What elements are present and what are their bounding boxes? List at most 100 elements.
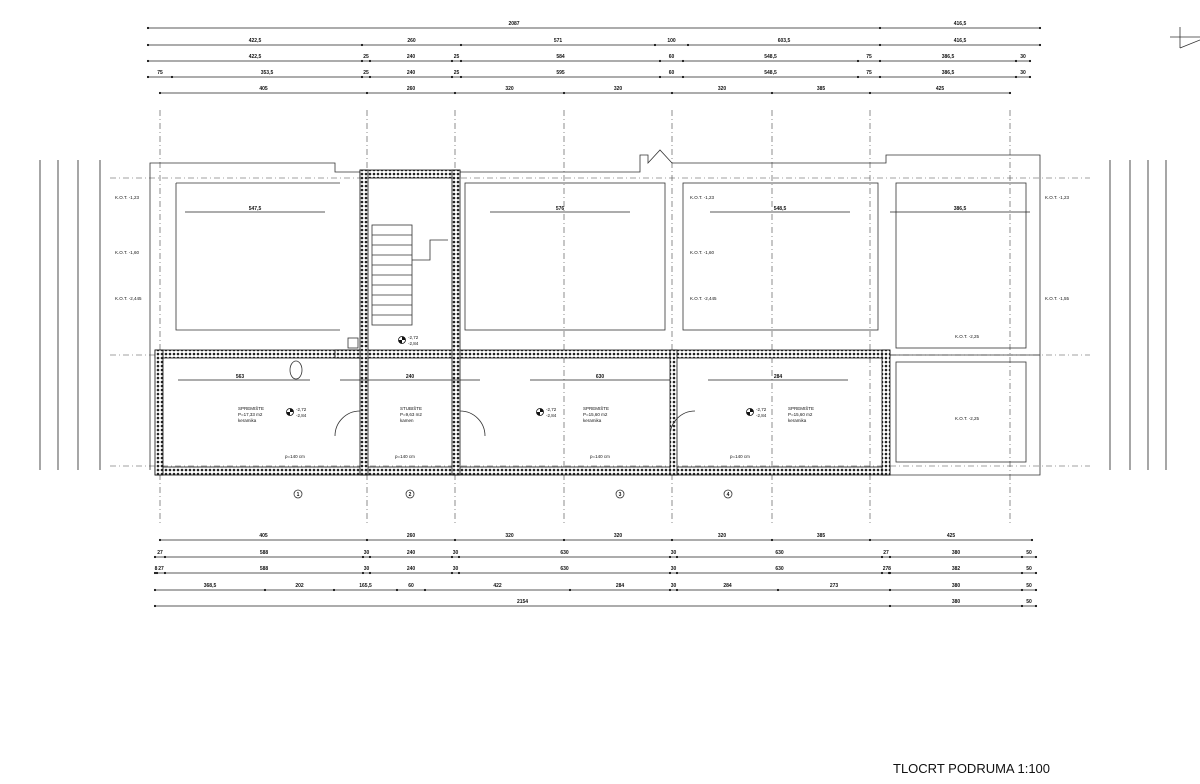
dimension-tick <box>668 588 672 592</box>
level-top: -2,72 <box>546 407 557 412</box>
level-top: -2,72 <box>296 407 307 412</box>
dimension-tick <box>1014 59 1018 63</box>
dimension-tick <box>459 59 463 63</box>
room-floor: keramika <box>238 418 257 423</box>
dimension-label: 60 <box>669 54 675 60</box>
kot-label: K.O.T. -1,23 <box>115 195 140 200</box>
kot-label: K.O.T. -1,60 <box>115 250 140 255</box>
dimension-label: 27 <box>883 566 889 572</box>
dimension-label: 25 <box>454 54 460 60</box>
room-dimension-label: 576 <box>556 206 565 212</box>
dimension-tick <box>1038 43 1042 47</box>
dimension-label: 548,5 <box>764 70 777 76</box>
dimension-label: 405 <box>259 86 268 92</box>
dimension-tick <box>1020 604 1024 608</box>
kot-labels: K.O.T. -1,23K.O.T. -1,60K.O.T. -2,445K.O… <box>115 195 1070 421</box>
dimension-tick <box>158 538 162 542</box>
sill-label-4: p=140 cm <box>730 454 750 459</box>
basement-walls <box>154 169 891 476</box>
dimension-tick <box>450 75 454 79</box>
dimension-label: 30 <box>671 550 677 556</box>
dimension-label: 30 <box>1020 70 1026 76</box>
dimension-tick <box>880 555 884 559</box>
dimension-tick <box>658 75 662 79</box>
kot-label: K.O.T. -2,25 <box>955 416 980 421</box>
dimension-label: 30 <box>453 550 459 556</box>
dimension-tick <box>450 555 454 559</box>
dimension-tick <box>878 75 882 79</box>
dimension-tick <box>878 26 882 30</box>
dimension-tick <box>146 43 150 47</box>
dimension-tick <box>568 588 572 592</box>
dimension-label: 30 <box>671 566 677 572</box>
dimension-label: 100 <box>667 38 676 44</box>
kot-label: K.O.T. -1,60 <box>690 250 715 255</box>
dimension-label: 386,5 <box>942 54 955 60</box>
dimension-tick <box>856 59 860 63</box>
dimension-label: 595 <box>556 70 565 76</box>
dimension-tick <box>170 75 174 79</box>
room-name: STUBIŠTE <box>400 405 422 411</box>
grid-marker-3: 3 <box>619 492 622 498</box>
dimension-label: 75 <box>157 70 163 76</box>
dimension-tick <box>153 571 157 575</box>
dimension-tick <box>888 588 892 592</box>
room-name: SPREMIŠTE <box>788 405 814 411</box>
dimension-label: 27 <box>158 566 164 572</box>
kot-label: K.O.T. -1,23 <box>1045 195 1070 200</box>
dimension-label: 50 <box>1026 583 1032 589</box>
dimension-label: 165,5 <box>359 583 372 589</box>
dimension-tick <box>158 91 162 95</box>
dimension-label: 630 <box>775 550 784 556</box>
dimension-tick <box>856 75 860 79</box>
dimension-label: 60 <box>669 70 675 76</box>
room-dimension-label: 630 <box>596 374 605 380</box>
dimension-label: 416,5 <box>954 21 967 27</box>
room-dimension-label: 284 <box>774 374 783 380</box>
dimension-tick <box>457 571 461 575</box>
dimension-tick <box>1038 26 1042 30</box>
dimension-tick <box>1034 571 1038 575</box>
dimension-tick <box>653 43 657 47</box>
dimension-tick <box>776 588 780 592</box>
room-area: P=17,33 m2 <box>238 412 263 417</box>
dimension-tick <box>888 604 892 608</box>
dimension-tick <box>423 588 427 592</box>
dimension-tick <box>146 26 150 30</box>
dimension-label: 630 <box>560 550 569 556</box>
dimension-label: 385 <box>817 533 826 539</box>
room-label-4: SPREMIŠTE P=15,60 m2 keramika <box>788 405 814 423</box>
dimension-tick <box>153 588 157 592</box>
dimension-label: 50 <box>1026 566 1032 572</box>
dimension-label: 2087 <box>508 21 519 27</box>
dimension-label: 320 <box>505 86 514 92</box>
staircase <box>371 224 448 326</box>
dimension-label: 603,5 <box>778 38 791 44</box>
dimension-tick <box>1020 588 1024 592</box>
sill-label-1: p=140 cm <box>285 454 305 459</box>
dimension-tick <box>675 555 679 559</box>
level-top: -2,72 <box>756 407 767 412</box>
dimension-label: 380 <box>952 550 961 556</box>
dimension-label: 630 <box>560 566 569 572</box>
dimension-tick <box>1008 91 1012 95</box>
dimension-label: 260 <box>407 533 416 539</box>
room-dimension-label: 563 <box>236 374 245 380</box>
level-bottom: -2,84 <box>296 413 307 418</box>
dimension-tick <box>675 588 679 592</box>
dimension-tick <box>668 555 672 559</box>
dimension-label: 27 <box>883 550 889 556</box>
dimension-label: 320 <box>505 533 514 539</box>
grid-marker-2: 2 <box>409 492 412 498</box>
room-label-1: SPREMIŠTE P=17,33 m2 keramika <box>238 405 264 423</box>
dimension-label: 30 <box>453 566 459 572</box>
dimension-tick <box>770 91 774 95</box>
dimension-tick <box>1020 555 1024 559</box>
dimension-tick <box>395 588 399 592</box>
dimension-tick <box>670 91 674 95</box>
dimension-tick <box>457 555 461 559</box>
dimension-label: 380 <box>952 599 961 605</box>
dimension-tick <box>770 538 774 542</box>
